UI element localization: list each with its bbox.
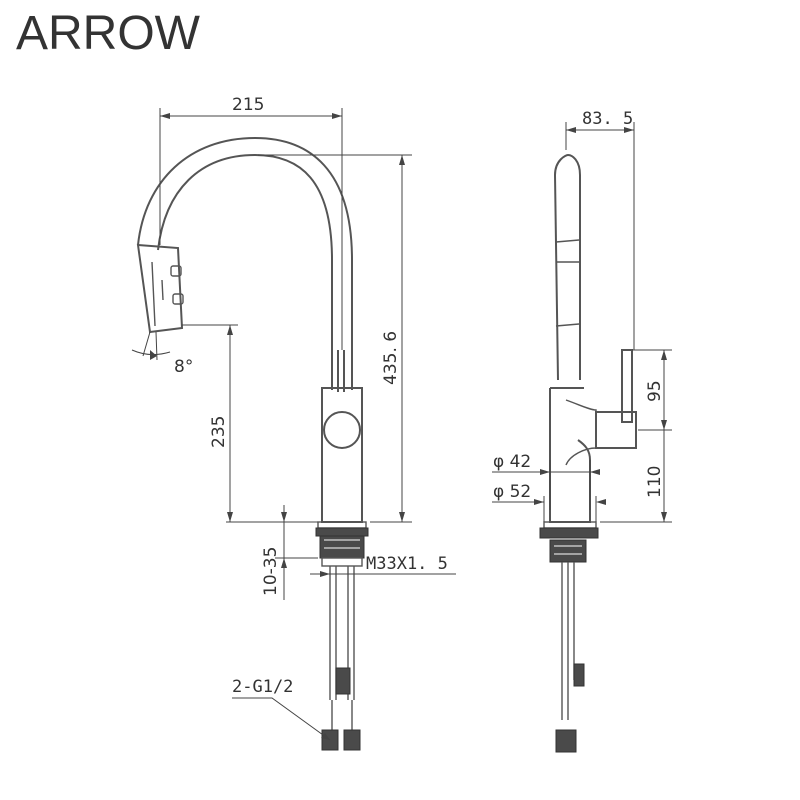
hose-connector-right — [343, 729, 361, 751]
dim-reach: 215 — [232, 95, 264, 115]
spray-head — [136, 243, 184, 334]
dim-side-width: 83. 5 — [582, 109, 633, 129]
dim-thread: M33X1. 5 — [366, 554, 448, 574]
dim-spray-angle: 8° — [174, 357, 193, 377]
side-handle — [621, 349, 633, 423]
handle-cartridge — [323, 411, 361, 449]
side-hose-connector — [555, 729, 577, 753]
side-spout — [553, 153, 581, 381]
dim-deck-thickness: 10-35 — [261, 547, 281, 596]
front-view — [131, 108, 456, 751]
dim-handle-height: 95 — [645, 380, 665, 402]
mounting-plate — [315, 527, 369, 537]
dim-handle-base-height: 110 — [645, 466, 665, 498]
mounting-nut — [319, 535, 365, 559]
hose-fitting — [335, 667, 351, 695]
spout-outer — [157, 153, 333, 390]
spout-inner — [137, 136, 353, 390]
dim-spout-height: 235 — [209, 416, 229, 448]
side-hose-fitting — [573, 663, 585, 687]
side-view — [492, 122, 672, 753]
dim-height: 435. 6 — [381, 331, 401, 385]
spray-button-icon — [170, 265, 182, 277]
brand-logo: ARROW — [16, 7, 200, 60]
side-body — [549, 387, 591, 523]
side-handle-cartridge — [595, 411, 637, 449]
spray-button-icon — [172, 293, 184, 305]
side-mounting-nut — [549, 539, 587, 563]
side-mounting-plate — [539, 527, 599, 539]
dim-hoses: 2-G1/2 — [232, 677, 293, 697]
faucet-body — [321, 387, 363, 523]
dim-neck-diameter: φ 42 — [493, 452, 531, 472]
dim-base-diameter: φ 52 — [493, 482, 531, 502]
